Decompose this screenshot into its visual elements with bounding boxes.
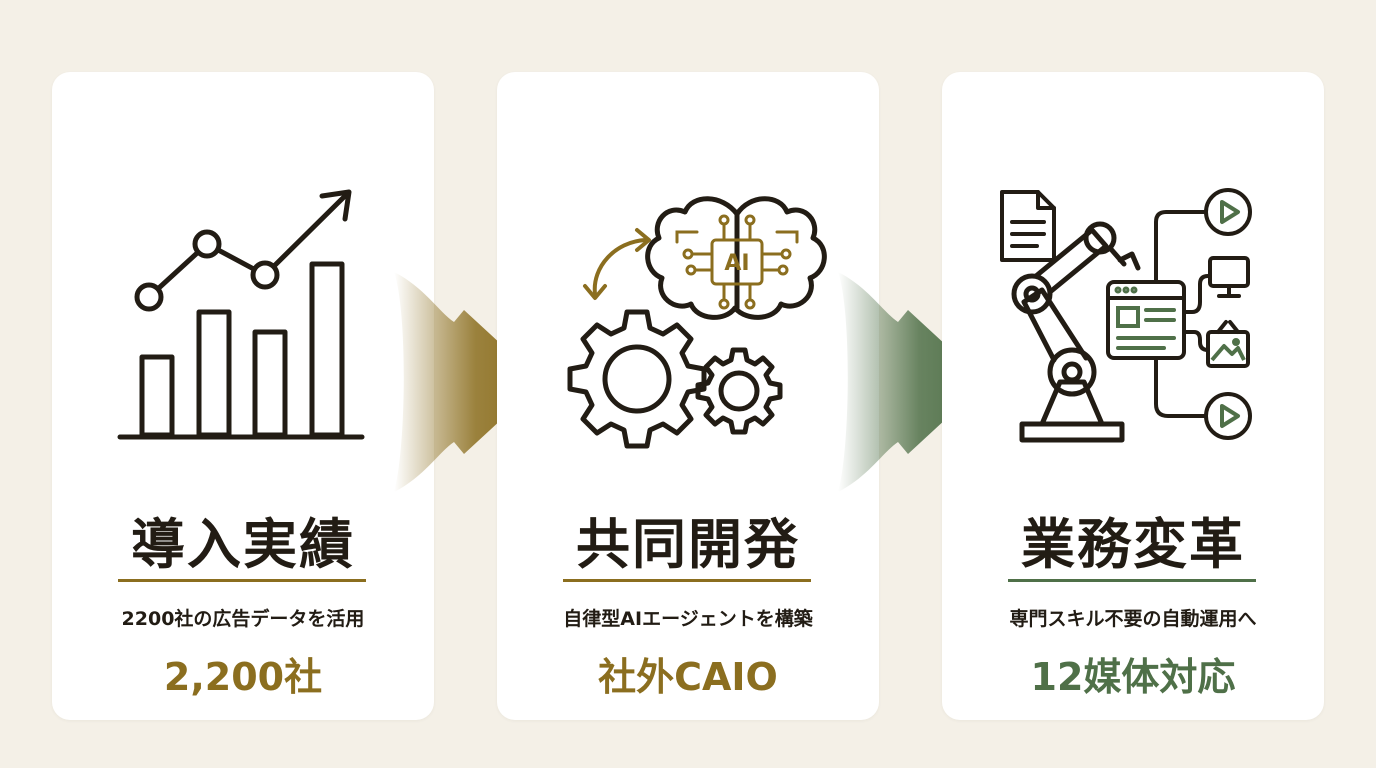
image-icon: [1206, 330, 1250, 368]
monitor-icon: [1208, 256, 1250, 288]
bar-chart-trend-icon: [117, 189, 365, 440]
card-stat: 2,200社: [163, 655, 323, 699]
card-divider: [563, 579, 811, 582]
card-co-development: AI 共同開発 自律型AIエージェントを構築 社外CAIO: [497, 72, 879, 720]
play-icon: [1204, 188, 1252, 236]
robot-arm-icon: [1011, 221, 1141, 443]
document-icon: [1000, 190, 1056, 262]
card-track-record: 導入実績 2200社の広告データを活用 2,200社: [52, 72, 434, 720]
ai-chip-label: AI: [724, 251, 749, 276]
card-description: 専門スキル不要の自動運用へ: [1009, 608, 1257, 630]
arrow-right-icon: [394, 272, 542, 492]
card-divider: [118, 579, 366, 582]
arrow-right-icon: [838, 272, 986, 492]
card-description: 自律型AIエージェントを構築: [563, 608, 813, 630]
card-title: 業務変革: [1021, 512, 1245, 576]
card-divider: [1008, 579, 1256, 582]
card-stat: 社外CAIO: [598, 655, 778, 699]
robot-arm-media-icon: [1000, 188, 1252, 443]
card-description: 2200社の広告データを活用: [121, 608, 365, 630]
card-title: 導入実績: [131, 512, 355, 576]
card-business-transformation: 業務変革 専門スキル不要の自動運用へ 12媒体対応: [942, 72, 1324, 720]
ai-brain-gears-icon: AI: [567, 196, 827, 449]
card-stat: 12媒体対応: [1030, 655, 1236, 699]
play-icon: [1204, 392, 1252, 440]
card-title: 共同開発: [576, 512, 800, 576]
